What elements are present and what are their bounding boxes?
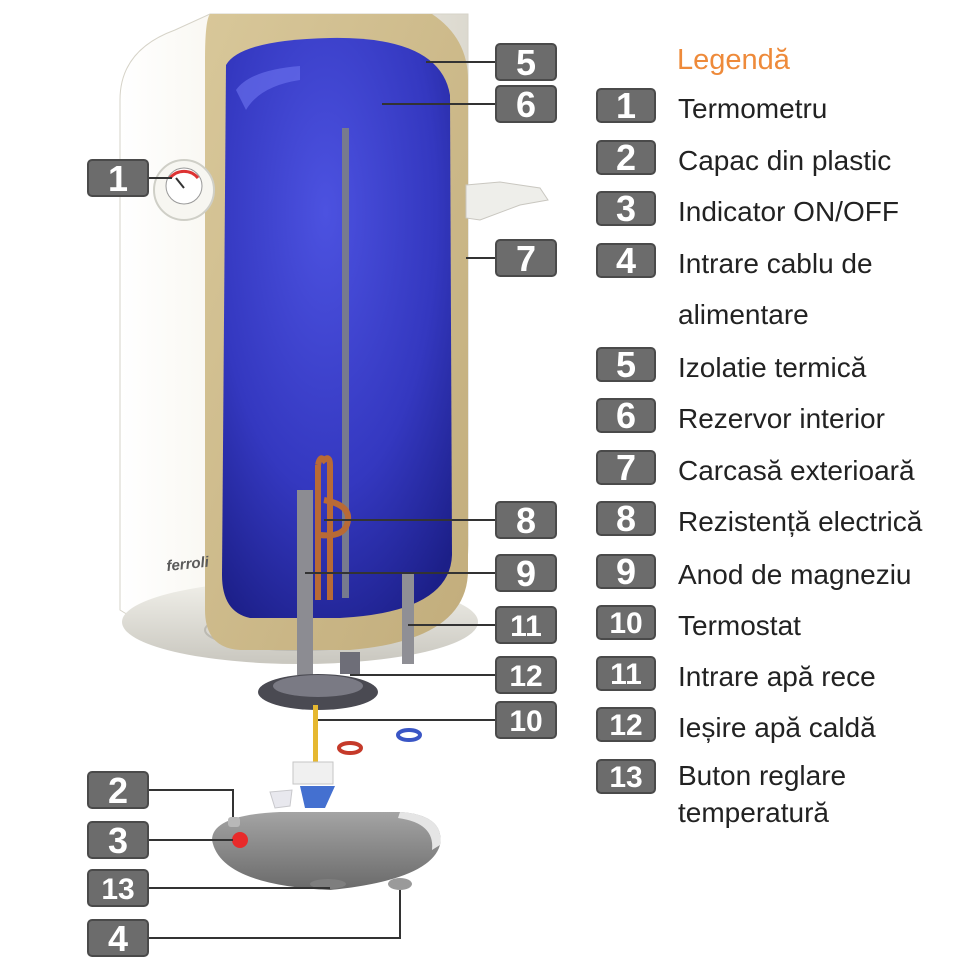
svg-text:10: 10 xyxy=(609,607,642,640)
svg-text:12: 12 xyxy=(509,660,542,693)
legend-item: 2 Capac din plastic xyxy=(596,137,891,178)
svg-text:Indicator ON/OFF: Indicator ON/OFF xyxy=(678,196,899,227)
svg-text:4: 4 xyxy=(616,240,636,281)
svg-text:7: 7 xyxy=(516,238,536,279)
svg-text:Capac din plastic: Capac din plastic xyxy=(678,145,891,176)
svg-text:4: 4 xyxy=(108,918,128,959)
callout-1: 1 xyxy=(87,158,149,199)
thermostat-body xyxy=(292,761,334,785)
heater-flange-top xyxy=(273,675,363,697)
svg-text:13: 13 xyxy=(101,873,134,906)
svg-text:6: 6 xyxy=(516,84,536,125)
svg-text:Rezistență electrică: Rezistență electrică xyxy=(678,506,923,537)
thermometer-dial xyxy=(153,159,215,221)
legend-title: Legendă xyxy=(677,44,791,76)
svg-text:Buton reglare: Buton reglare xyxy=(678,760,846,791)
svg-text:5: 5 xyxy=(516,42,536,83)
brand-logo: ferroli xyxy=(166,554,211,575)
svg-text:Rezervor interior: Rezervor interior xyxy=(678,403,885,434)
callout-2: 2 xyxy=(87,770,149,811)
svg-text:12: 12 xyxy=(609,709,642,742)
cold-water-pipe xyxy=(402,572,414,664)
svg-text:Carcasă exterioară: Carcasă exterioară xyxy=(678,455,915,486)
plastic-cap-clip xyxy=(228,817,240,827)
callout-13: 13 xyxy=(87,869,149,907)
callout-12: 12 xyxy=(495,656,557,694)
power-cable-entry xyxy=(388,878,412,890)
legend-item: 1 Termometru xyxy=(596,85,827,126)
svg-text:5: 5 xyxy=(616,344,636,385)
legend-item: 10 Termostat xyxy=(596,605,801,641)
leader-lines xyxy=(148,61,496,939)
legend-item: 6 Rezervor interior xyxy=(596,395,885,436)
svg-text:6: 6 xyxy=(616,395,636,436)
callout-7: 7 xyxy=(495,238,557,279)
svg-text:3: 3 xyxy=(108,820,128,861)
svg-text:Intrare cablu de: Intrare cablu de xyxy=(678,248,873,279)
legend-item: 9 Anod de magneziu xyxy=(596,551,912,592)
svg-text:1: 1 xyxy=(616,85,636,126)
bottom-cover-rim xyxy=(398,812,441,850)
callout-4: 4 xyxy=(87,918,149,959)
thermostat-clip xyxy=(300,786,335,808)
svg-text:8: 8 xyxy=(516,500,536,541)
svg-text:9: 9 xyxy=(516,553,536,594)
magnesium-anode-rod xyxy=(342,128,349,598)
callout-5: 5 xyxy=(495,42,557,83)
svg-text:Ieșire apă caldă: Ieșire apă caldă xyxy=(678,712,876,743)
svg-text:temperatură: temperatură xyxy=(678,797,829,828)
svg-text:8: 8 xyxy=(616,498,636,539)
red-gasket xyxy=(337,741,363,755)
svg-text:Anod de magneziu: Anod de magneziu xyxy=(678,559,912,590)
legend-item: 11 Intrare apă rece xyxy=(596,656,876,692)
svg-text:7: 7 xyxy=(616,447,636,488)
thermostat-wire xyxy=(313,705,318,765)
legend-item: 7 Carcasă exterioară xyxy=(596,447,915,488)
inner-tank xyxy=(222,37,452,618)
mounting-bracket xyxy=(465,181,549,221)
svg-text:1: 1 xyxy=(108,158,128,199)
legend: Legendă 1 Termometru 2 Capac din plastic… xyxy=(596,44,923,828)
water-heater: ferroli xyxy=(119,13,549,890)
legend-item: 13 Buton reglare temperatură xyxy=(596,759,846,828)
bottom-cover xyxy=(212,812,441,890)
svg-text:10: 10 xyxy=(509,705,542,738)
legend-item: 5 Izolatie termică xyxy=(596,344,867,385)
svg-text:Termostat: Termostat xyxy=(678,610,801,641)
svg-text:3: 3 xyxy=(616,188,636,229)
svg-text:2: 2 xyxy=(616,137,636,178)
svg-text:11: 11 xyxy=(510,610,542,643)
temperature-knob xyxy=(310,879,346,889)
callout-10: 10 xyxy=(495,701,557,739)
on-off-indicator xyxy=(232,832,248,848)
callout-9: 9 xyxy=(495,553,557,594)
svg-text:13: 13 xyxy=(609,761,642,794)
svg-text:Termometru: Termometru xyxy=(678,93,827,124)
thermostat-bracket xyxy=(269,789,293,809)
svg-text:2: 2 xyxy=(108,770,128,811)
svg-text:11: 11 xyxy=(610,658,642,691)
legend-item: 8 Rezistență electrică xyxy=(596,498,923,539)
blue-gasket xyxy=(396,728,422,742)
callout-labels: 1 5 6 7 8 9 11 12 xyxy=(87,42,557,959)
callout-8: 8 xyxy=(495,500,557,541)
svg-text:Intrare apă rece: Intrare apă rece xyxy=(678,661,876,692)
svg-text:Izolatie termică: Izolatie termică xyxy=(678,352,867,383)
legend-item: 4 Intrare cablu de alimentare xyxy=(596,240,873,330)
leader-2 xyxy=(148,789,234,817)
tank-highlight xyxy=(236,66,300,110)
leader-4 xyxy=(148,890,401,939)
hot-water-stub xyxy=(340,652,360,674)
callout-3: 3 xyxy=(87,820,149,861)
legend-item: 3 Indicator ON/OFF xyxy=(596,188,899,229)
svg-text:9: 9 xyxy=(616,551,636,592)
legend-item: 12 Ieșire apă caldă xyxy=(596,707,876,743)
callout-6: 6 xyxy=(495,84,557,125)
callout-11: 11 xyxy=(495,606,557,644)
svg-text:alimentare: alimentare xyxy=(678,299,809,330)
thermostat-pocket xyxy=(297,490,313,675)
